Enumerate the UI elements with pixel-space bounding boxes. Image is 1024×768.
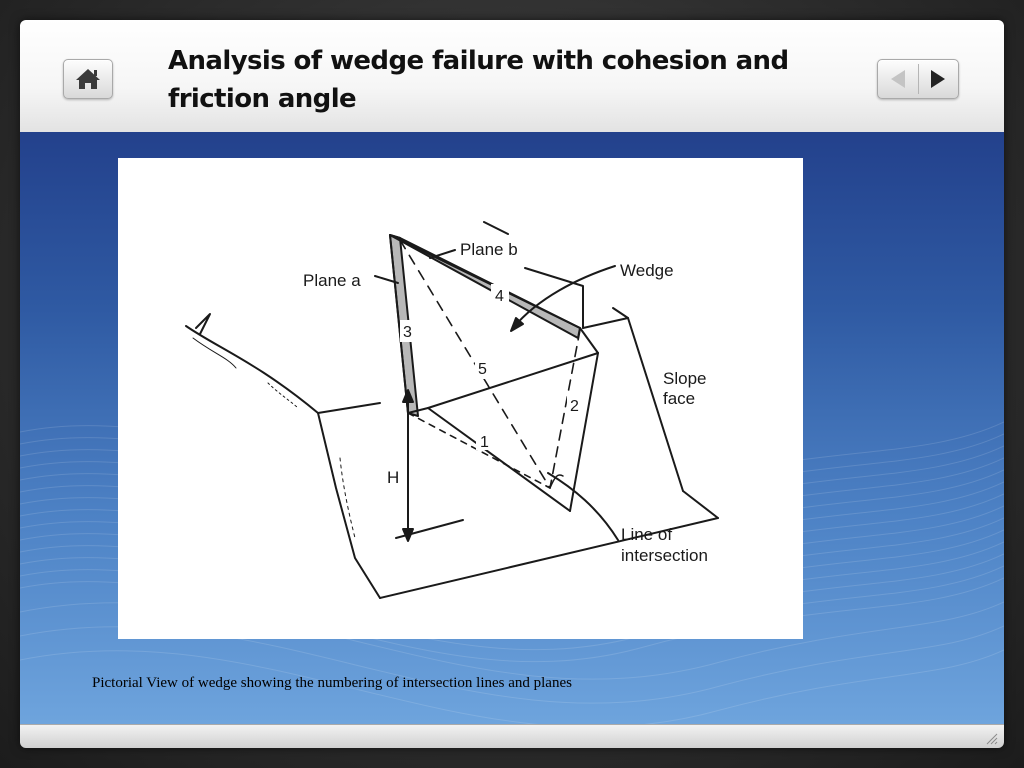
slope-face-label-line2: face xyxy=(663,389,695,408)
nav-divider xyxy=(918,64,919,94)
line-of-intersection-label-line1: Line of xyxy=(621,525,672,544)
number-5-label: 5 xyxy=(478,361,487,378)
slope-face-label-line1: Slope xyxy=(663,369,706,388)
triangle-left-icon xyxy=(891,70,905,88)
next-button[interactable] xyxy=(919,60,958,98)
plane-b-label: Plane b xyxy=(460,240,518,259)
slide-body: Plane a Plane b Wedge Slope face Line of… xyxy=(20,132,1004,724)
number-2-label: 2 xyxy=(570,398,579,415)
wedge-label: Wedge xyxy=(620,261,674,280)
previous-button[interactable] xyxy=(878,60,918,98)
slide-title: Analysis of wedge failure with cohesion … xyxy=(168,46,789,114)
line-of-intersection-label-line2: intersection xyxy=(621,546,708,565)
triangle-right-icon xyxy=(931,70,945,88)
number-4-label: 4 xyxy=(495,288,504,305)
plane-a-label: Plane a xyxy=(303,271,361,290)
number-3-label: 3 xyxy=(403,324,412,341)
height-label: H xyxy=(387,468,399,487)
wedge-diagram: Plane a Plane b Wedge Slope face Line of… xyxy=(118,158,803,639)
home-icon xyxy=(76,69,100,89)
intersection-numbers: 1 2 3 4 5 xyxy=(400,284,585,451)
home-button[interactable] xyxy=(63,59,113,99)
wedge-diagram-drawing: Plane a Plane b Wedge Slope face Line of… xyxy=(185,221,719,599)
slide-header: Analysis of wedge failure with cohesion … xyxy=(20,20,1004,133)
nav-button-group xyxy=(877,59,959,99)
figure-caption: Pictorial View of wedge showing the numb… xyxy=(92,675,572,691)
slide: Analysis of wedge failure with cohesion … xyxy=(20,20,1004,748)
slide-footer xyxy=(20,724,1004,748)
number-1-label: 1 xyxy=(480,434,489,451)
resize-grip-icon[interactable] xyxy=(984,731,998,745)
